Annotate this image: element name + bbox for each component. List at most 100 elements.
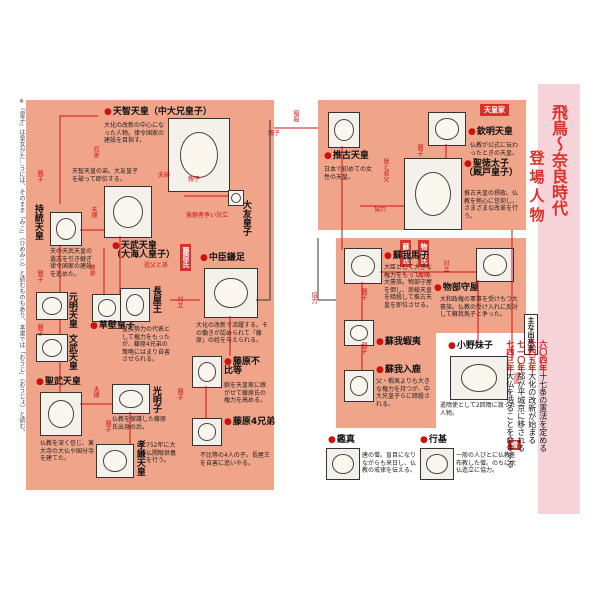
name-shotoku: ●聖徳太子（厩戸皇子） <box>464 159 519 178</box>
name-tenmu: ●天武天皇（大海人皇子） <box>112 241 176 260</box>
rel-label: 親子 <box>36 170 43 182</box>
desc-iruka: 父・蝦夷よりも大きな権力を持つが、中大兄皇子らに暗殺される。 <box>376 378 431 408</box>
imperial-house-tag: 天皇家 <box>480 104 509 116</box>
name-kusakabe: ●草壁皇子 <box>90 321 135 331</box>
rel-label: 親子 <box>268 130 281 137</box>
name-fuhito: ●藤原不比等 <box>224 357 260 376</box>
portrait-jito <box>50 212 82 246</box>
portrait-kusakabe <box>92 294 122 322</box>
desc-tenmu: 天智天皇の弟。大友皇子を破って即位する。 <box>72 168 139 183</box>
portrait-tenmu <box>104 186 152 238</box>
rel-label: 協力 <box>374 206 387 213</box>
clan-fujiwara: 藤原氏 <box>180 244 191 271</box>
rel-label: 敵対 <box>418 272 431 279</box>
rel-label: 姉弟 <box>88 264 95 276</box>
name-kinmei: ●欽明天皇 <box>468 127 513 137</box>
name-ganjin: ●鑑真 <box>328 435 355 445</box>
desc-shomu: 仏教を深く信じ、東大寺の大仏や国分寺を建てた。 <box>40 440 95 462</box>
desc-suiko: 日本で初めての女性の天皇。 <box>324 166 373 181</box>
rel-label: 親子 <box>36 324 43 336</box>
event-743: 七四三年大仏を造ることを命令する <box>505 340 515 468</box>
rel-label: 対立 <box>176 296 183 308</box>
portrait-iruka <box>344 370 374 402</box>
title-strip <box>538 84 580 514</box>
portrait-tenji <box>168 118 230 192</box>
event-645: 六四五年大化の改新が始まる <box>527 340 537 444</box>
desc-kinmei: 仏教が公式に伝わったときの天皇。 <box>470 142 519 157</box>
clan-mononobe: 物部氏 <box>418 240 429 267</box>
name-four-brothers: ●藤原4兄弟 <box>224 417 276 427</box>
rel-label: 親子 <box>176 388 183 400</box>
desc-nagaya: 皇族勢力の代表として権力をもったが、藤原4兄弟の策略にはまり自害させられる。 <box>122 326 171 363</box>
name-suiko: ●推古天皇 <box>324 151 369 161</box>
events-heading: 主な出来事 <box>524 314 538 355</box>
rel-label: 協力 <box>310 292 317 304</box>
rel-label: 親子 <box>416 144 423 156</box>
portrait-otomo <box>228 190 244 206</box>
desc-gyoki: 一般の人びとに仏教を布教した僧。のちに大仏造立に協力。 <box>456 452 517 474</box>
portrait-shomu <box>40 392 82 436</box>
desc-komyo: 仏教を保護した藤原氏出身の后。 <box>112 416 167 431</box>
desc-imoko: 遣隋使として2回隋に渡った人物。 <box>440 402 516 417</box>
desc-jito: 夫の天武天皇の遺志を引き継ぎ律令国家の建設を進めた。 <box>50 248 93 278</box>
name-shomu: ●聖武天皇 <box>36 377 81 387</box>
portrait-koken <box>96 444 134 478</box>
name-emishi: ●蘇我蝦夷 <box>376 337 421 347</box>
rel-label: 姪と叔父 <box>382 158 389 182</box>
rel-label: 夫婦 <box>158 172 171 179</box>
rel-label: 祖父と孫 <box>144 262 169 269</box>
desc-kamatari: 大化の改新で活躍する。その働きが認められて「藤原」の姓を与えられる。 <box>196 322 269 344</box>
rel-label: 後継者争い対立 <box>186 212 229 219</box>
name-gyoki: ●行基 <box>420 435 447 445</box>
portrait-kinmei <box>428 112 466 146</box>
name-umako: ●蘇我馬子 <box>384 251 429 261</box>
desc-ganjin: 唐の僧。盲目になりながらも来日し、仏教の戒律を伝える。 <box>362 452 417 474</box>
name-jito: 持統天皇 <box>32 204 43 240</box>
portrait-umako <box>344 248 382 284</box>
rel-label: 親子 <box>104 420 111 432</box>
portrait-genmei <box>36 292 68 320</box>
portrait-moriya <box>476 248 514 282</box>
desc-four-brothers: 不比等の4人の子。長屋王を自害に追いやる。 <box>200 452 270 467</box>
rel-label: 派遣 <box>512 372 519 384</box>
event-710: 七一〇年都が平城京に移される <box>516 340 526 452</box>
clan-soga: 蘇我氏 <box>400 240 411 267</box>
rel-label: 親子 <box>360 288 367 300</box>
page-heading: 登場人物 <box>527 150 546 226</box>
rel-label: 兄弟 <box>92 146 99 158</box>
portrait-komyo <box>112 384 150 414</box>
monk-section-tag: 僧 <box>508 440 521 450</box>
portrait-ganjin <box>326 448 360 480</box>
portrait-imoko <box>450 356 508 400</box>
name-koken: 孝謙天皇 <box>134 440 145 476</box>
portrait-emishi <box>344 320 374 346</box>
portrait-nagaya <box>120 288 150 322</box>
rel-label: 暗殺 <box>292 110 299 122</box>
name-komyo: 光明子 <box>150 386 161 413</box>
reading-note: ※『皇子』は皇女かた…うには、そのまま「みこ」（ひめみこ）と読むものもあり、本書… <box>18 98 25 435</box>
portrait-fuhito <box>192 356 222 388</box>
name-imoko: ●小野妹子 <box>448 341 493 351</box>
rel-label: 親子 <box>36 270 43 282</box>
name-tenji: ●天智天皇（中大兄皇子） <box>104 107 212 117</box>
portrait-four-brothers <box>192 418 222 446</box>
desc-tenji: 大化の改新の中心になった人物。律令国家の建設を目指す。 <box>104 122 165 144</box>
name-nagaya: 長屋王 <box>150 286 161 313</box>
name-moriya: ●物部守屋 <box>434 283 479 293</box>
rel-label: 対立 <box>442 260 449 272</box>
portrait-gyoki <box>420 448 454 480</box>
name-monmu: 文武天皇 <box>66 334 77 370</box>
era-title: 飛鳥～奈良時代 <box>549 104 568 216</box>
rel-label: 親子 <box>360 342 367 354</box>
name-otomo: 大友皇子 <box>240 200 251 236</box>
desc-shotoku: 推古天皇の摂政。仏教を熱心に信仰し、さまざまな改革を行う。 <box>464 190 519 220</box>
desc-koken: 752年に大仏開眼供養を行う。 <box>146 442 177 464</box>
name-genmei: 元明天皇 <box>66 292 77 328</box>
name-kamatari: ●中臣鎌足 <box>200 253 245 263</box>
portrait-monmu <box>36 334 68 362</box>
rel-label: 夫婦 <box>90 206 97 218</box>
rel-label: 夫婦 <box>92 386 99 398</box>
portrait-kamatari <box>204 268 258 318</box>
desc-umako: 大臣として大きな権力をもっていた大豪族。物部守屋を倒し、崇峻天皇を暗殺して推古天… <box>384 264 433 309</box>
name-iruka: ●蘇我入鹿 <box>376 365 421 375</box>
